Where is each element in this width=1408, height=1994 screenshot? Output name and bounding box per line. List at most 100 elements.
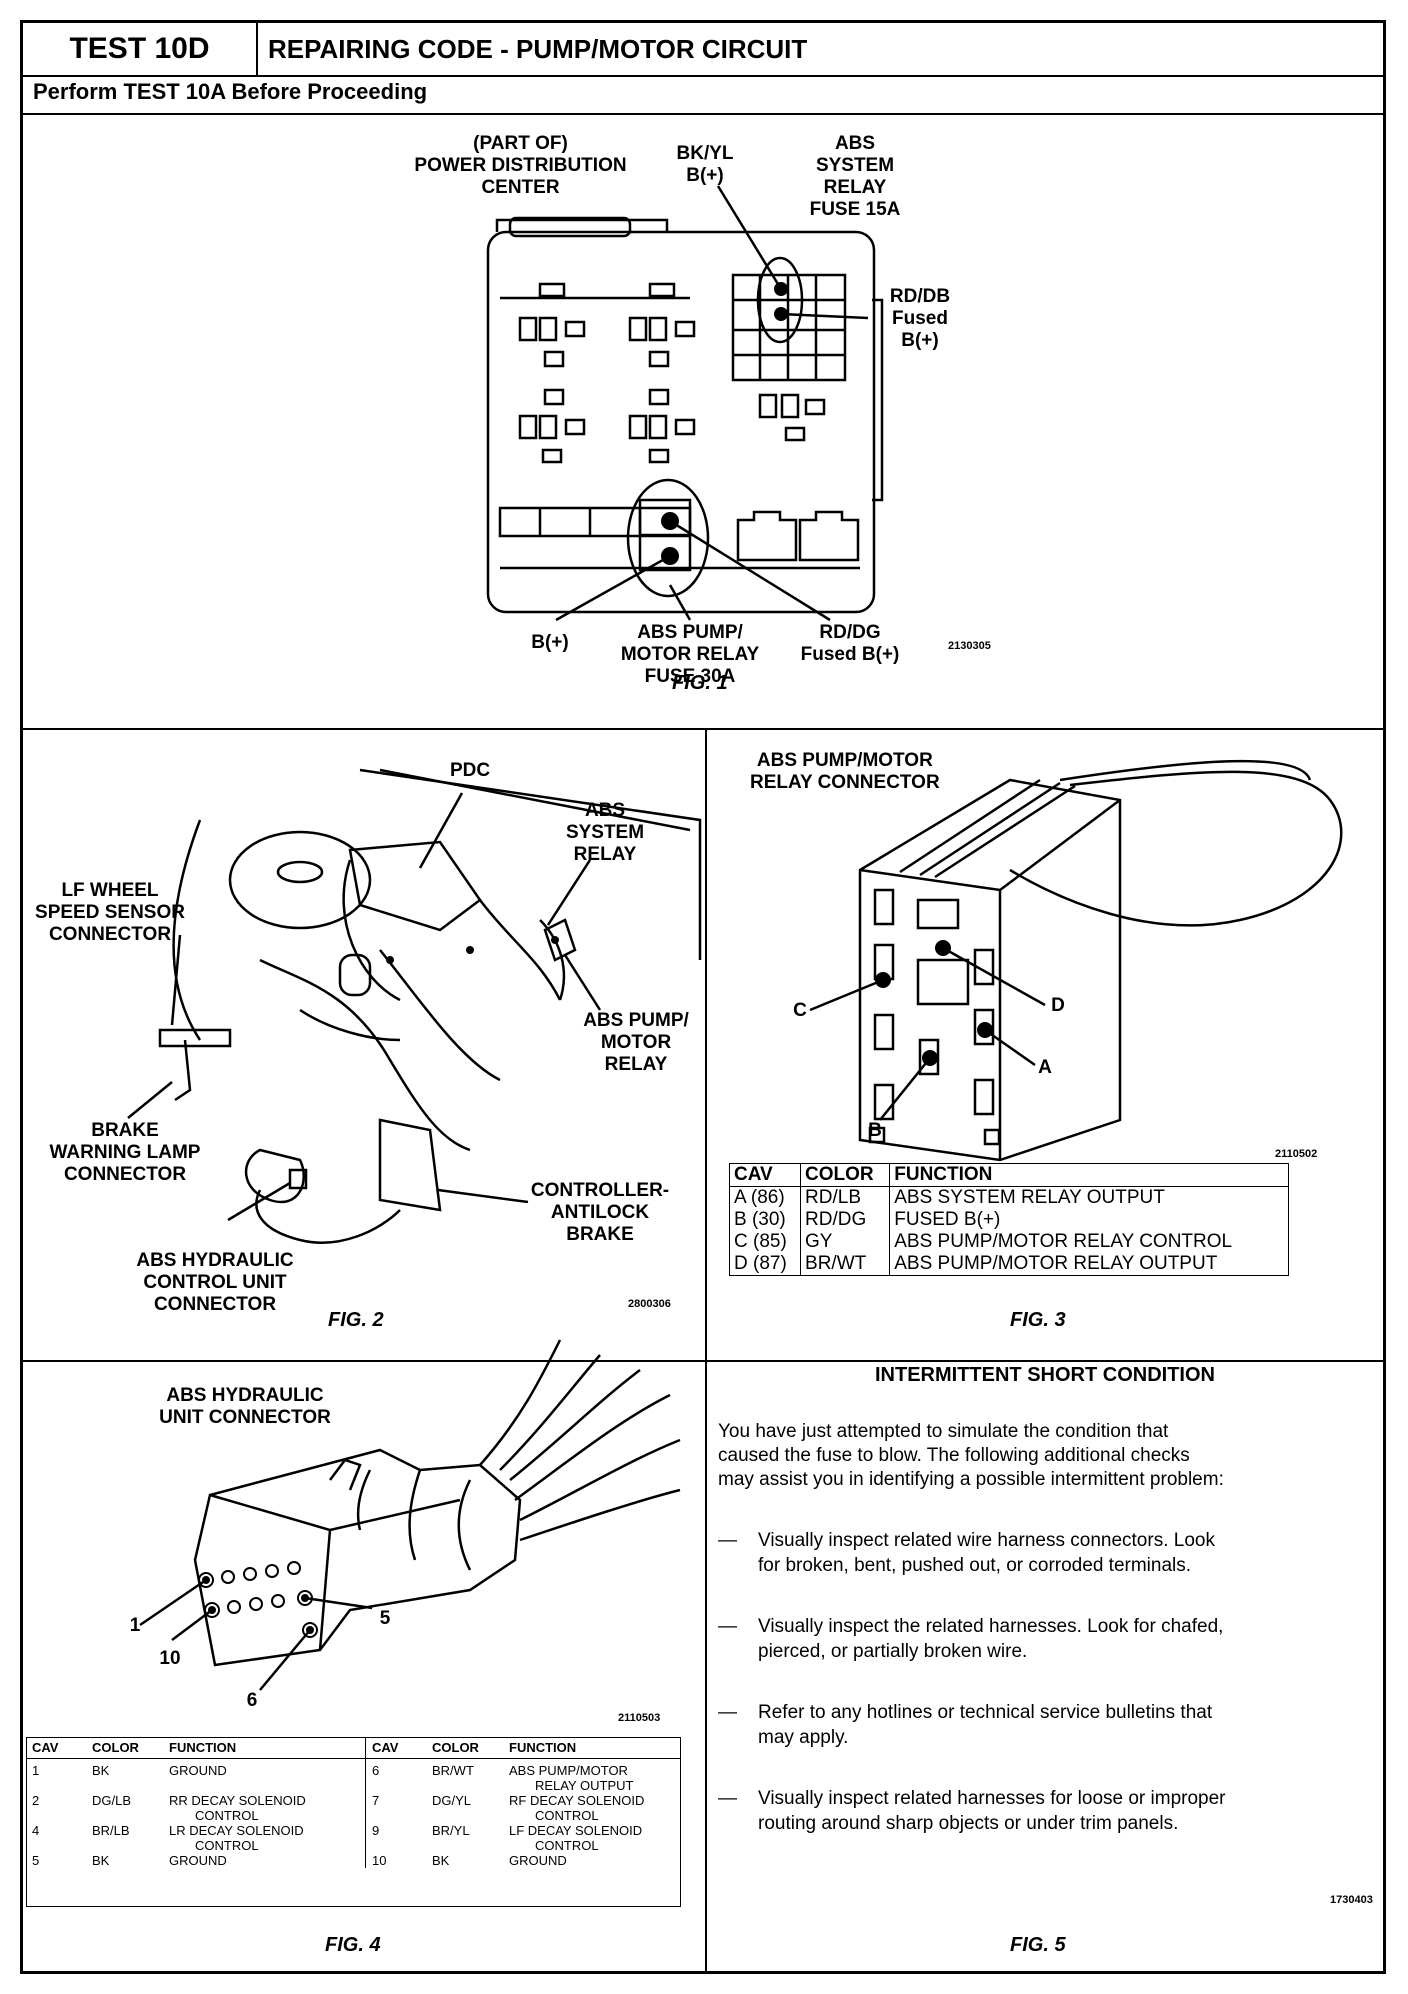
label-line: RD/DG [819, 622, 881, 643]
label-line: RELAY CONNECTOR [750, 772, 940, 793]
table-row: 5 BK GROUND 10 BK GROUND [26, 1853, 681, 1868]
fig4-pin-5: 5 [379, 1608, 391, 1629]
table-cell: 9 [365, 1823, 426, 1853]
column-header: FUNCTION [889, 1163, 1289, 1187]
fig1-label-pdc: (PART OF) POWER DISTRIBUTION CENTER [398, 133, 643, 199]
label-line: Fused [892, 308, 948, 329]
bullet-text: Visually inspect related harnesses for l… [758, 1786, 1373, 1836]
label-line: RD/DB [889, 286, 951, 307]
bullet-text: Visually inspect related wire harness co… [758, 1528, 1373, 1578]
fig3-pin-b: B [868, 1120, 882, 1141]
text-line: may assist you in identifying a possible… [718, 1469, 1224, 1490]
table-cell: 2 [32, 1793, 40, 1808]
label-line: FUSE 15A [809, 199, 901, 220]
relay-connector-body [858, 778, 1122, 1162]
fig1-label-abs-relay: ABS SYSTEM RELAY FUSE 15A [800, 133, 910, 221]
dash-glyph: — [718, 1702, 737, 1723]
label-line: ABS [834, 133, 876, 154]
fig3-pin-c: C [793, 1000, 807, 1021]
label-line: LF WHEEL [61, 880, 159, 901]
label-line: FUSE 30A [644, 666, 736, 687]
table-row: C (85) GY ABS PUMP/MOTOR RELAY CONTROL [728, 1231, 1289, 1253]
column-header: FUNCTION [163, 1737, 366, 1759]
table-cell: 5 [32, 1853, 40, 1868]
table-cell: 1 [32, 1763, 40, 1778]
fig1-caption: FIG. 1 [672, 672, 728, 694]
fig2-label-lf-sensor: LF WHEEL SPEED SENSOR CONNECTOR [25, 880, 195, 946]
text-line: Visually inspect the related harnesses. … [758, 1616, 1224, 1637]
text-line: caused the fuse to blow. The following a… [718, 1445, 1190, 1466]
fig1-label-rddg: RD/DG Fused B(+) [785, 622, 915, 666]
page-frame: TEST 10D REPAIRING CODE - PUMP/MOTOR CIR… [20, 20, 1386, 1974]
label-line: ABS [584, 800, 626, 821]
table-cell: RD/DG [800, 1209, 891, 1231]
text-line: Visually inspect related wire harness co… [758, 1530, 1215, 1551]
cell-line: LF DECAY SOLENOID [509, 1823, 643, 1838]
table-cell: 4 [32, 1823, 40, 1838]
label-line: ABS HYDRAULIC [136, 1250, 294, 1271]
pdc-housing [486, 230, 876, 614]
column-header: COLOR [86, 1737, 163, 1759]
hcu-connector-body [193, 1448, 522, 1667]
table-cell: BR/WT [800, 1253, 891, 1276]
fig5-intro: You have just attempted to simulate the … [718, 1420, 1368, 1492]
label-line: CONNECTOR [48, 924, 172, 945]
table-cell: GY [800, 1231, 891, 1253]
fig4-pin-table: CAV COLOR FUNCTION CAV COLOR FUNCTION 1 … [26, 1737, 681, 1868]
column-header: CAV [728, 1163, 802, 1187]
bullet-text: Refer to any hotlines or technical servi… [758, 1700, 1373, 1750]
fig3-pin-d: D [1051, 995, 1065, 1016]
divider [23, 1360, 1383, 1362]
label-line: SPEED SENSOR [35, 902, 185, 923]
fig5-title: INTERMITTENT SHORT CONDITION [875, 1364, 1215, 1386]
label-line: Fused B(+) [800, 644, 900, 665]
fig1-label-rddb: RD/DB Fused B(+) [870, 286, 970, 352]
label-line: WARNING LAMP [49, 1142, 201, 1163]
dash-glyph: — [718, 1616, 737, 1637]
table-cell: BR/LB [92, 1823, 130, 1838]
fig2-label-brake-lamp: BRAKE WARNING LAMP CONNECTOR [40, 1120, 210, 1186]
column-header: COLOR [800, 1163, 891, 1187]
fig2-label-controller: CONTROLLER- ANTILOCK BRAKE [520, 1180, 680, 1246]
label-line: B(+) [901, 330, 939, 351]
text-line: may apply. [758, 1727, 849, 1748]
fig1-label-pump-relay: ABS PUMP/ MOTOR RELAY FUSE 30A [610, 622, 770, 688]
column-header: COLOR [426, 1737, 503, 1759]
label-line: ANTILOCK [550, 1202, 650, 1223]
table-header-row: CAV COLOR FUNCTION [728, 1163, 1289, 1187]
table-cell: 10 [365, 1853, 426, 1868]
cell-line: GROUND [509, 1853, 567, 1868]
label-line: BRAKE [91, 1120, 159, 1141]
fig3-pin-a: A [1038, 1057, 1052, 1078]
cell-line: ABS PUMP/MOTOR [509, 1763, 628, 1778]
table-cell: GROUND [503, 1853, 681, 1868]
fig3-title: ABS PUMP/MOTOR RELAY CONNECTOR [750, 750, 940, 794]
cell-line: GROUND [169, 1853, 227, 1868]
table-cell: 7 [365, 1793, 426, 1823]
test-title: REPAIRING CODE - PUMP/MOTOR CIRCUIT [268, 33, 808, 64]
label-line: CENTER [481, 177, 560, 198]
fig2-label-pdc: PDC [449, 760, 491, 781]
cell-line: LR DECAY SOLENOID [169, 1823, 304, 1838]
controller-shape [378, 1118, 442, 1212]
divider [23, 728, 1383, 730]
dash-glyph: — [718, 1530, 737, 1551]
label-line: CONTROLLER- [530, 1180, 670, 1201]
fig4-title: ABS HYDRAULIC UNIT CONNECTOR [145, 1385, 345, 1429]
column-header: CAV [365, 1737, 426, 1759]
cell-line: RF DECAY SOLENOID [509, 1793, 645, 1808]
cell-line: RR DECAY SOLENOID [169, 1793, 306, 1808]
fig4-pin-10: 10 [159, 1648, 181, 1669]
fig3-pin-table: CAV COLOR FUNCTION A (86) RD/LB ABS SYST… [728, 1163, 1289, 1276]
label-line: CONNECTOR [63, 1164, 187, 1185]
fig4-code: 2110503 [618, 1712, 661, 1724]
table-cell: ABS PUMP/MOTOR RELAY OUTPUT [889, 1253, 1289, 1276]
